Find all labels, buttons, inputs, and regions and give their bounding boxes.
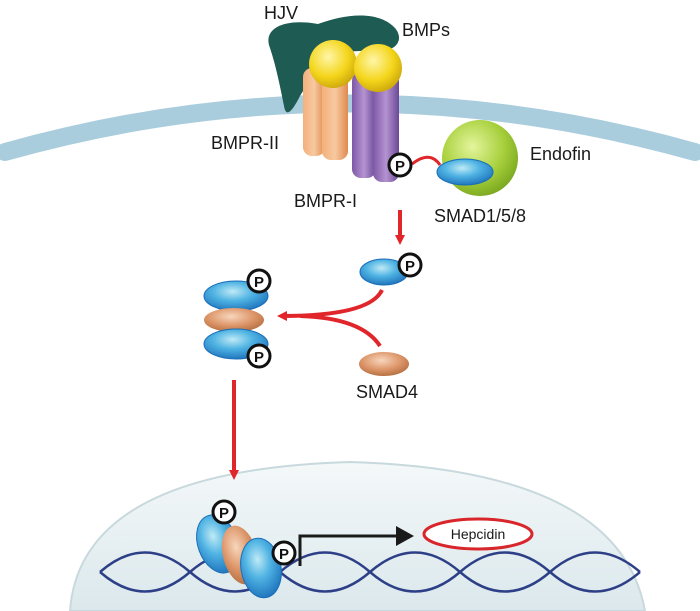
- phospho-receptor: P: [387, 152, 413, 178]
- hjv-label: HJV: [264, 3, 298, 23]
- arrow-smad4-to-complex: [299, 314, 382, 348]
- bmp-ligand-left: [309, 40, 357, 88]
- phospho-smad158: P: [397, 252, 423, 278]
- hepcidin-outline: [422, 517, 534, 551]
- bmpr1-receptor: [352, 72, 399, 182]
- svg-text:P: P: [395, 158, 405, 175]
- svg-text:P: P: [254, 274, 264, 291]
- bmpr1-label: BMPR-I: [294, 191, 357, 211]
- smad158-label: SMAD1/5/8: [434, 206, 526, 226]
- phospho-complex-bottom: P: [246, 343, 272, 369]
- dna-helix: [99, 551, 641, 593]
- svg-text:P: P: [405, 258, 415, 275]
- phospho-link: [411, 155, 442, 166]
- cell-membrane: [0, 94, 700, 161]
- bmpr2-receptor: [303, 68, 348, 160]
- smad4-free: [359, 352, 409, 376]
- transcription-arrow: [298, 534, 398, 566]
- phospho-nucleus-bottom: P: [271, 540, 297, 566]
- transcription-arrowhead: [396, 526, 414, 546]
- smad158-on-endofin: [436, 158, 494, 186]
- smad-complex-nucleus: [196, 514, 282, 599]
- arrow-smad158-to-complex: [277, 288, 384, 321]
- hepcidin-label: Hepcidin: [451, 526, 505, 542]
- svg-text:P: P: [279, 546, 289, 563]
- smad4-label: SMAD4: [356, 382, 418, 402]
- bmpr2-label: BMPR-II: [211, 133, 279, 153]
- hjv-protein: [268, 15, 400, 113]
- bmps-label: BMPs: [402, 20, 450, 40]
- endofin-label: Endofin: [530, 144, 591, 164]
- bmp-ligand-right: [354, 44, 402, 92]
- phospho-nucleus-top: P: [211, 499, 237, 525]
- endofin-protein: [442, 120, 518, 196]
- svg-text:P: P: [254, 349, 264, 366]
- svg-text:P: P: [219, 505, 229, 522]
- phospho-complex-top: P: [246, 268, 272, 294]
